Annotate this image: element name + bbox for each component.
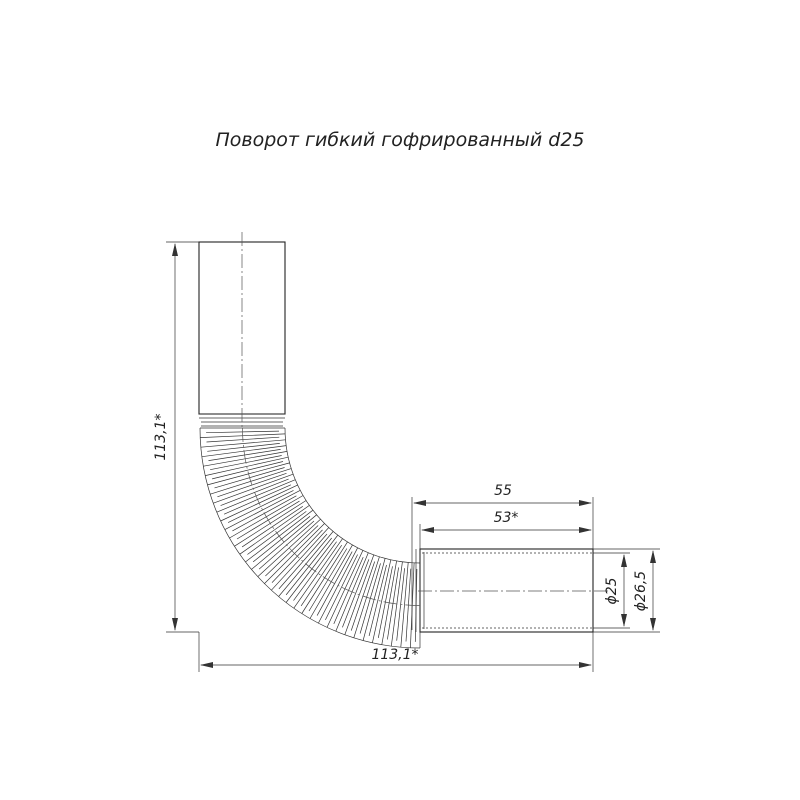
width-dimension-label: 113,1* <box>371 647 418 663</box>
bend-contour <box>284 427 421 564</box>
height-dimension: 113,1* <box>153 241 199 633</box>
corrugation-rib <box>239 505 310 555</box>
corrugation-groove <box>217 472 287 498</box>
corrugation-groove <box>342 559 370 628</box>
height-dimension-label: 113,1* <box>153 413 169 460</box>
inner-diameter-dimension: ϕ25 <box>593 552 630 629</box>
center-lines <box>241 232 610 606</box>
corrugation-rib <box>400 562 409 648</box>
socket-length-label: 55 <box>494 483 512 499</box>
drawing-title: Поворот гибкий гофрированный d25 <box>215 129 584 151</box>
corrugation-rib <box>224 489 301 530</box>
corrugation-groove <box>368 564 387 636</box>
inner-diameter-label: ϕ25 <box>604 577 620 604</box>
corrugation-rib <box>205 456 289 476</box>
corrugation-rib <box>372 559 392 643</box>
bend-contour <box>199 427 421 649</box>
outer-diameter-label: ϕ26,5 <box>633 571 649 612</box>
corrugation-groove <box>220 478 289 506</box>
corrugation-rib <box>271 527 330 591</box>
corrugation-groove <box>241 506 303 548</box>
width-dimension: 113,1* <box>198 632 594 672</box>
corrugated-bend <box>199 427 421 649</box>
corrugation-groove <box>212 461 284 480</box>
socket-length-dimension: 55 <box>411 483 594 551</box>
corrugation-rib <box>257 518 321 577</box>
corrugation-groove <box>207 443 280 452</box>
corrugation-groove <box>227 490 294 523</box>
corrugation-rib <box>293 538 343 609</box>
socket-inner-length-label: 53* <box>494 510 519 526</box>
socket-inner-length-dimension: 53* <box>419 510 592 549</box>
corrugation-groove <box>300 545 342 607</box>
horizontal-pipe-section <box>411 548 594 633</box>
outer-diameter-dimension: ϕ26,5 <box>593 548 660 633</box>
corrugation-rib <box>200 439 286 448</box>
corrugation-groove <box>325 554 358 621</box>
